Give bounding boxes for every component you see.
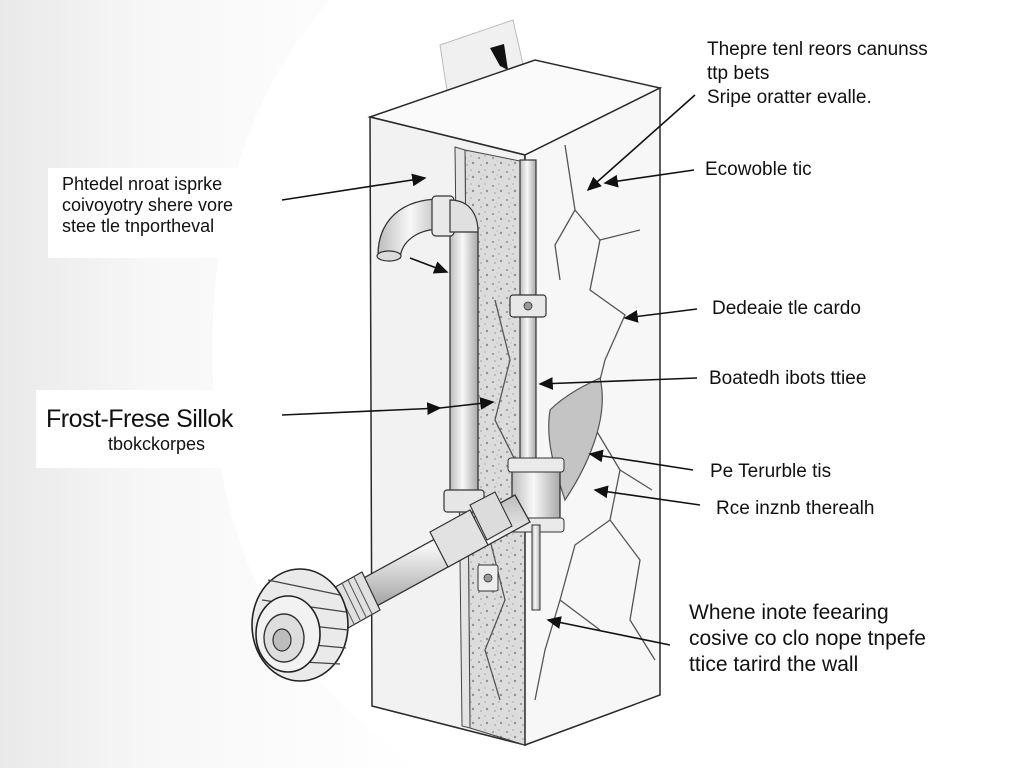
label-right-1-line-3: Sripe oratter evalle. — [707, 87, 872, 108]
label-right-1-line-1: Thepre tenl reors canunss — [707, 39, 928, 60]
label-right-1: Thepre tenl reors canunss ttp bets Sripe… — [707, 38, 928, 110]
top-tab-mark — [490, 44, 508, 70]
label-right-1-line-2: ttp bets — [707, 63, 770, 84]
label-right-7: Whene inote feearing cosive co clo nope … — [689, 600, 926, 678]
label-right-3: Dedeaie tle cardo — [712, 297, 861, 321]
label-right-7-line-3: ttice tarird the wall — [689, 653, 859, 676]
sillcock-collar — [429, 509, 489, 568]
label-frost-subtitle: tbokckorpes — [108, 434, 206, 454]
pipe-elbow-end — [376, 250, 402, 262]
outer-vertical-pipe — [449, 229, 479, 506]
leader-lines — [281, 94, 701, 646]
label-top-left-line-3: stee tle tnportheval — [62, 216, 215, 236]
label-right-4-line-1: Boatedh ibots ttiee — [709, 368, 867, 389]
label-right-6: Rce inznb therealh — [716, 497, 874, 521]
label-right-3-line-1: Dedeaie tle cardo — [712, 298, 861, 319]
label-top-left-line-2: coivoyotry shere vore — [62, 195, 234, 215]
label-right-6-line-1: Rce inznb therealh — [716, 498, 875, 519]
label-right-5: Pe Terurble tis — [710, 460, 831, 484]
label-right-4: Boatedh ibots ttiee — [709, 367, 866, 391]
label-right-5-line-1: Pe Terurble tis — [710, 461, 832, 482]
label-right-2-line-1: Ecowoble tic — [705, 159, 812, 180]
label-top-left-line-1: Phtedel nroat isprke — [62, 174, 223, 194]
label-frost-free-sillcock: Frost-Frese Sillok tbokckorpes — [36, 390, 282, 468]
sillcock-handle-knob — [251, 568, 349, 682]
label-top-left: Phtedel nroat isprke coivoyotry shere vo… — [48, 168, 280, 258]
inner-pipe-lower — [531, 524, 541, 611]
elbow-top-bend — [449, 199, 479, 233]
label-right-7-line-2: cosive co clo nope tnpefe — [689, 627, 926, 650]
label-right-7-line-1: Whene inote feearing — [689, 601, 889, 624]
label-frost-title: Frost-Frese Sillok — [46, 405, 233, 433]
label-right-2: Ecowoble tic — [705, 158, 812, 182]
